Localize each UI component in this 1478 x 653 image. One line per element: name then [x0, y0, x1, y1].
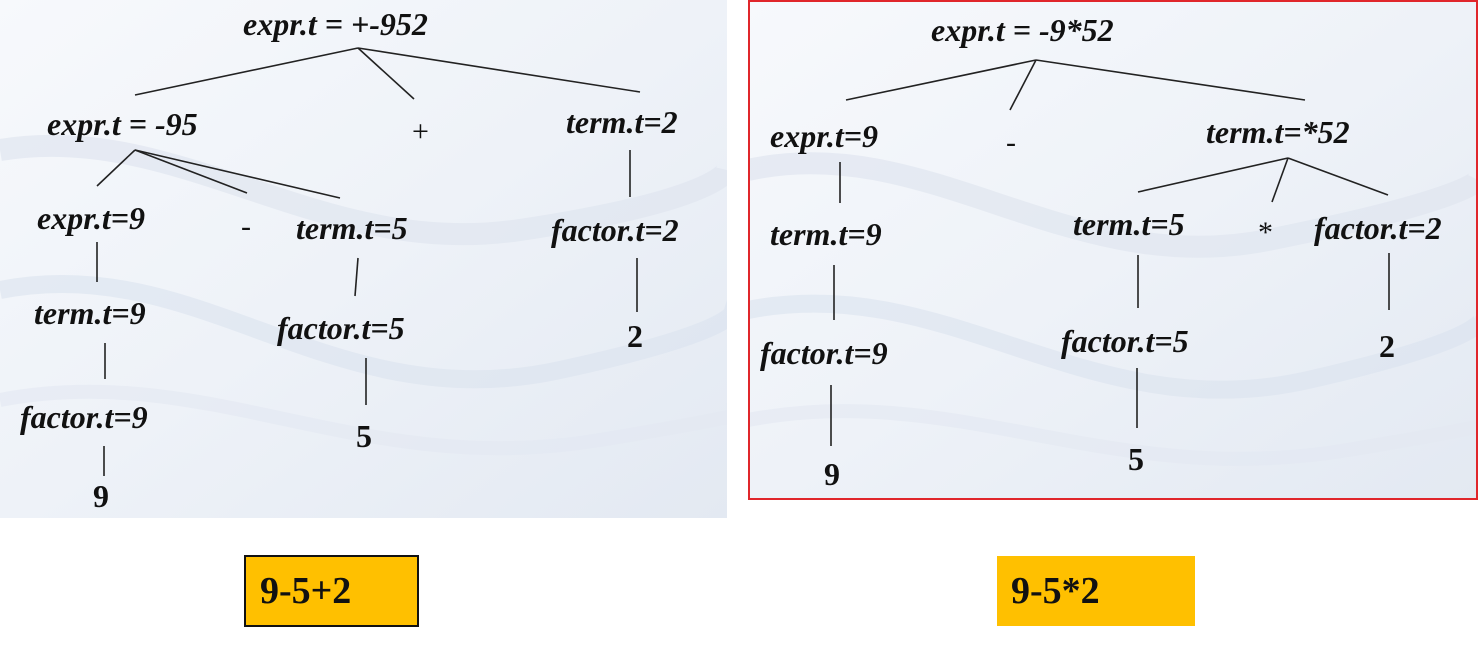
node-root-expr: expr.t = -9*52: [931, 12, 1114, 48]
node-digit-2: 2: [627, 318, 643, 354]
node-term-5: term.t=5: [1073, 206, 1185, 242]
node-factor-9: factor.t=9: [20, 399, 148, 435]
node-digit-2: 2: [1379, 328, 1395, 364]
node-digit-5: 5: [356, 418, 372, 454]
node-factor-2: factor.t=2: [1314, 210, 1442, 246]
node-term-5: term.t=5: [296, 210, 408, 246]
expression-text-right: 9-5*2: [1011, 570, 1100, 612]
expression-label-left: 9-5+2: [244, 555, 419, 627]
node-term-52: term.t=*52: [1206, 114, 1350, 150]
node-expr-95: expr.t = -95: [47, 106, 198, 142]
node-minus-operator: -: [241, 210, 251, 243]
node-digit-5: 5: [1128, 441, 1144, 477]
expression-label-right: 9-5*2: [997, 556, 1195, 626]
node-factor-9: factor.t=9: [760, 335, 888, 371]
right-parse-tree-panel: expr.t = -9*52 expr.t=9 - term.t=*52 ter…: [748, 0, 1478, 500]
node-digit-9: 9: [824, 456, 840, 492]
node-minus-operator: -: [1006, 126, 1016, 159]
node-times-operator: *: [1258, 216, 1273, 249]
node-factor-5: factor.t=5: [277, 310, 405, 346]
expression-text-left: 9-5+2: [260, 570, 352, 612]
right-tree-edges: [830, 59, 1390, 446]
node-plus-operator: +: [412, 115, 429, 148]
left-parse-tree-panel: expr.t = +-952 expr.t = -95 + term.t=2 e…: [0, 0, 727, 518]
node-root-expr: expr.t = +-952: [243, 6, 428, 42]
node-term-2: term.t=2: [566, 104, 678, 140]
node-expr-9: expr.t=9: [37, 200, 146, 236]
node-term-9: term.t=9: [770, 216, 882, 252]
node-term-9: term.t=9: [34, 295, 146, 331]
node-factor-5: factor.t=5: [1061, 323, 1189, 359]
right-panel-background: [748, 0, 1478, 500]
node-factor-2: factor.t=2: [551, 212, 679, 248]
left-tree-edges: [96, 47, 641, 476]
node-expr-9: expr.t=9: [770, 118, 879, 154]
node-digit-9: 9: [93, 478, 109, 514]
